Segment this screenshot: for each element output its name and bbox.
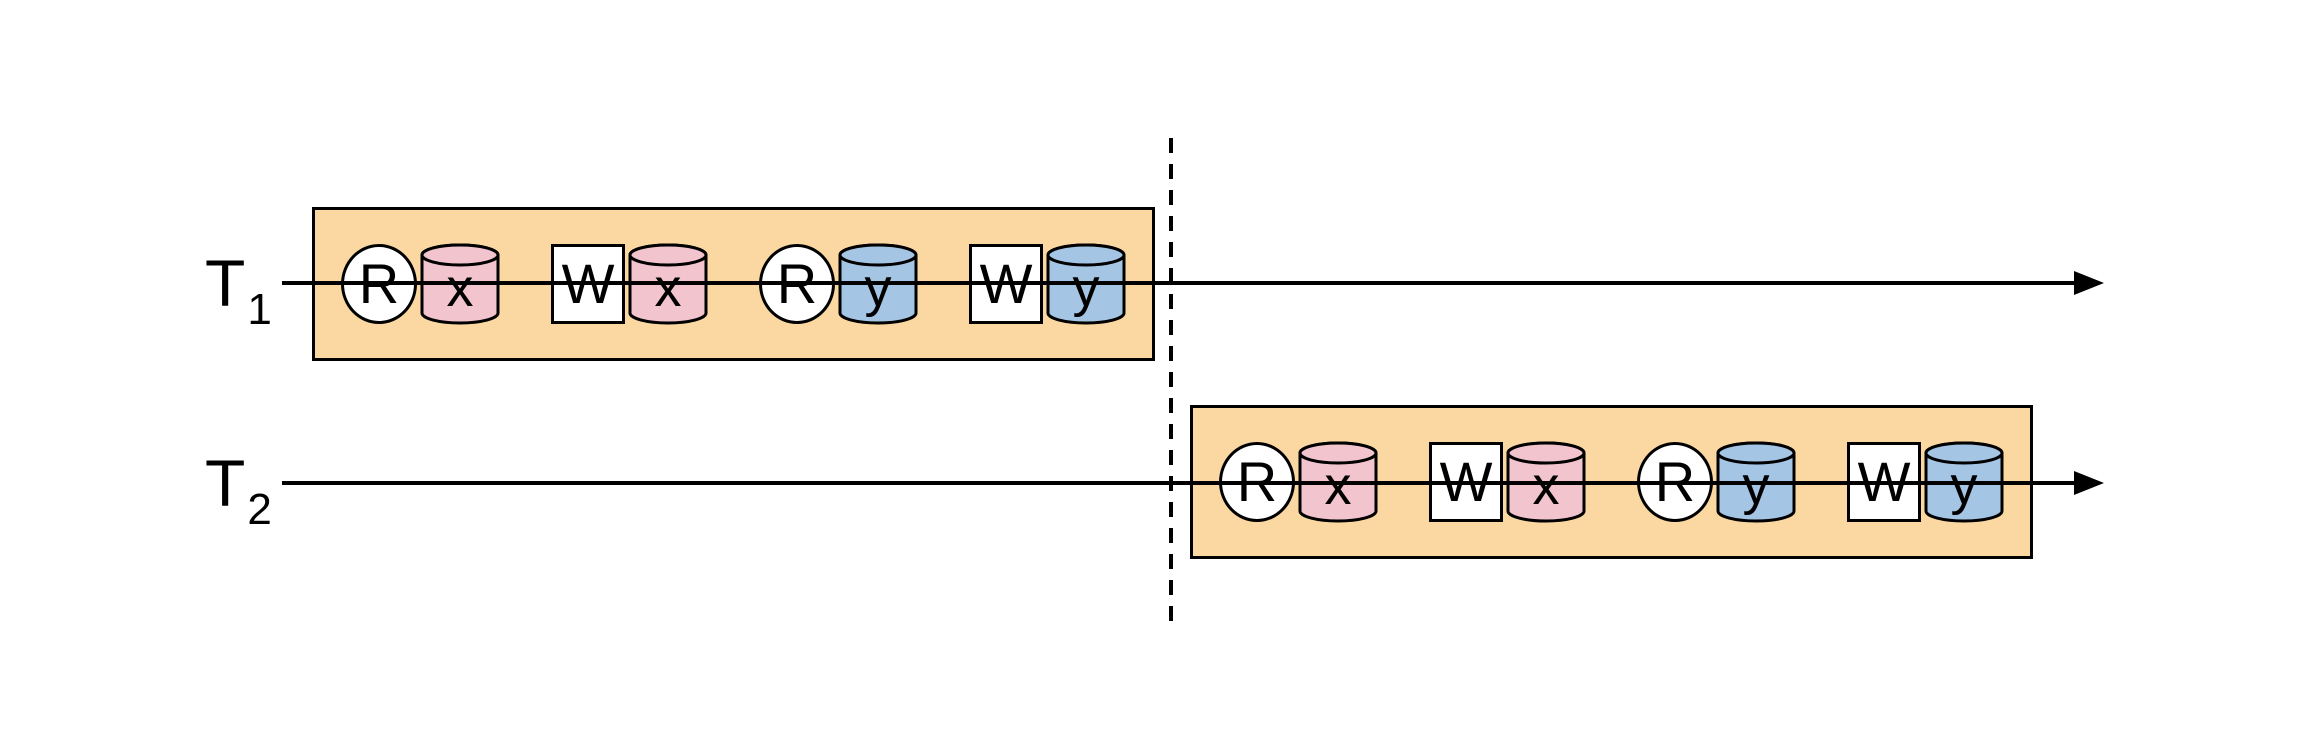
- t1-label-subscript: 1: [247, 285, 272, 334]
- t2-label-base: T: [205, 446, 246, 520]
- t2-x-cylinder: x: [1298, 440, 1378, 524]
- t1-y-item-label: y: [1072, 258, 1100, 319]
- t2-x-item-label: x: [1532, 456, 1560, 517]
- t1-timeline-arrowhead-icon: [2074, 271, 2104, 295]
- t1-timeline: [282, 281, 2076, 285]
- t2-timeline-arrowhead-icon: [2074, 471, 2104, 495]
- t2-timeline: [282, 481, 2076, 485]
- t2-label: T2: [205, 450, 272, 532]
- t1-x-item-label: x: [446, 258, 474, 319]
- t1-label: T1: [205, 250, 272, 332]
- t2-y-item-label: y: [1950, 456, 1978, 517]
- t1-label-base: T: [205, 246, 246, 320]
- t2-x-item-label: x: [1324, 456, 1352, 517]
- t1-y-item-label: y: [864, 258, 892, 319]
- t1-x-item-label: x: [654, 258, 682, 319]
- database-cylinder-icon: [1298, 441, 1378, 523]
- t2-label-subscript: 2: [247, 485, 272, 534]
- time-divider-dashed-line: [1169, 138, 1173, 622]
- t2-y-item-label: y: [1742, 456, 1770, 517]
